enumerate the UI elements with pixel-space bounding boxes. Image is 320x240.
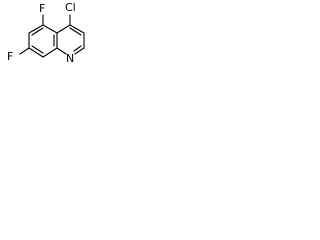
benzo-ring: [28, 24, 58, 58]
atom-label-cl: Cl: [65, 1, 76, 14]
bond-c8-c7: [28, 47, 44, 58]
bond-c2-n1: [74, 47, 85, 55]
atom-label-n: N: [66, 52, 74, 65]
bond-c6-c5-inner: [31, 27, 44, 36]
pyridine-ring: [56, 24, 85, 55]
bond-c4-c3-inner: [69, 27, 82, 36]
bond-c6-c5: [28, 24, 44, 34]
bond-c8-c7-inner: [31, 45, 44, 54]
bond-c4-c3: [69, 24, 85, 34]
chemical-structure: Cl F F N: [7, 1, 85, 65]
bond-c2-n1-inner: [73, 45, 82, 52]
bond-c7-f: [19, 47, 30, 55]
bond-c4a-c4: [56, 24, 71, 34]
atom-label-f-top: F: [39, 2, 45, 15]
bond-c8a-c8: [42, 47, 58, 58]
atom-label-f-left: F: [7, 50, 13, 63]
bond-c5-c4a: [42, 24, 58, 34]
bond-n1-c8a: [56, 47, 67, 55]
